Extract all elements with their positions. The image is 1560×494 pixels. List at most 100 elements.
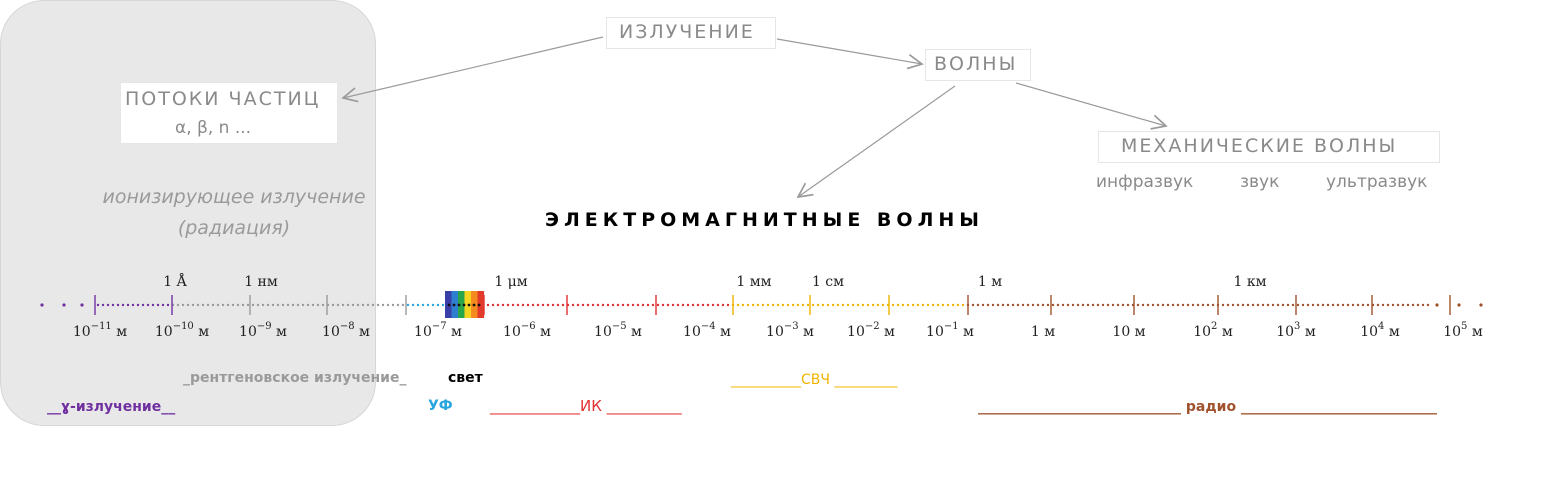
scale-dot	[191, 303, 195, 307]
scale-dot	[696, 303, 700, 307]
scale-power-label: 10−10 м	[155, 321, 209, 340]
scale-dot	[991, 303, 995, 307]
scale-dot	[316, 303, 320, 307]
scale-dot	[891, 303, 895, 307]
ionizing-radiation-panel	[0, 0, 376, 426]
scale-dot	[371, 303, 375, 307]
arrow-radiation-to-waves	[776, 38, 922, 64]
scale-dot	[581, 303, 585, 307]
scale-dot	[181, 303, 185, 307]
scale-dot	[836, 303, 840, 307]
scale-dot	[621, 303, 625, 307]
scale-dot	[1146, 303, 1150, 307]
scale-dot	[546, 303, 550, 307]
scale-dot	[801, 303, 805, 307]
scale-dot	[941, 303, 945, 307]
arrow-waves-to-em	[798, 85, 956, 197]
spectrum-stripe	[477, 291, 485, 318]
scale-dot	[216, 303, 220, 307]
scale-dot	[231, 303, 235, 307]
scale-dot	[186, 303, 190, 307]
scale-power-label: 10−11 м	[73, 321, 127, 340]
scale-dot	[1101, 303, 1105, 307]
scale-dot	[741, 303, 745, 307]
scale-dot	[756, 303, 760, 307]
scale-dot	[511, 303, 515, 307]
scale-dot	[976, 303, 980, 307]
em-waves-title: ЭЛЕКТРОМАГНИТНЫЕ ВОЛНЫ	[545, 209, 984, 231]
scale-dot	[1296, 303, 1300, 307]
scale-power-label: 10−4 м	[683, 321, 731, 340]
scale-dot	[131, 303, 135, 307]
scale-dot	[346, 303, 350, 307]
scale-dot	[661, 303, 665, 307]
scale-dot	[616, 303, 620, 307]
particles-list: α, β, n ...	[175, 118, 252, 138]
scale-dot	[1426, 303, 1430, 307]
scale-dot	[516, 303, 520, 307]
scale-dot	[1376, 303, 1380, 307]
scale-dot	[736, 303, 740, 307]
scale-dot	[556, 303, 560, 307]
scale-dot	[641, 303, 645, 307]
scale-dot	[636, 303, 640, 307]
scale-dot	[286, 303, 290, 307]
scale-dot	[1416, 303, 1420, 307]
scale-power-label: 10−2 м	[847, 321, 895, 340]
scale-dot	[1026, 303, 1030, 307]
scale-dot	[246, 303, 250, 307]
scale-dot	[261, 303, 265, 307]
scale-dot	[956, 303, 960, 307]
scale-power-label: 104 м	[1360, 321, 1400, 340]
scale-dot	[841, 303, 845, 307]
scale-dot	[796, 303, 800, 307]
scale-dot	[256, 303, 260, 307]
scale-dot	[761, 303, 765, 307]
scale-dot	[1221, 303, 1225, 307]
scale-dot	[1316, 303, 1320, 307]
scale-dot	[746, 303, 750, 307]
scale-dot	[606, 303, 610, 307]
scale-named-unit: 1 км	[1234, 274, 1267, 290]
scale-dot	[1011, 303, 1015, 307]
scale-dot	[1391, 303, 1395, 307]
scale-end-dot	[1435, 303, 1439, 307]
scale-dot	[1381, 303, 1385, 307]
scale-power-label: 10−1 м	[926, 321, 974, 340]
scale-dot	[571, 303, 575, 307]
scale-dot	[691, 303, 695, 307]
scale-dot	[1006, 303, 1010, 307]
scale-dot	[721, 303, 725, 307]
scale-dot	[96, 303, 100, 307]
scale-dot	[1201, 303, 1205, 307]
scale-dot	[356, 303, 360, 307]
scale-dot	[491, 303, 495, 307]
scale-dot	[1246, 303, 1250, 307]
scale-dot	[496, 303, 500, 307]
scale-dot	[106, 303, 110, 307]
scale-power-label: 10−5 м	[594, 321, 642, 340]
scale-dot	[406, 303, 410, 307]
scale-dot	[146, 303, 150, 307]
scale-power-label: 10−6 м	[503, 321, 551, 340]
scale-dot	[421, 303, 425, 307]
scale-dot	[101, 303, 105, 307]
scale-dot	[196, 303, 200, 307]
spectrum-dot	[462, 303, 466, 307]
scale-dot	[1326, 303, 1330, 307]
ultrasound-label: ультразвук	[1326, 172, 1428, 192]
scale-dot	[271, 303, 275, 307]
scale-dot	[851, 303, 855, 307]
scale-dot	[401, 303, 405, 307]
scale-dot	[486, 303, 490, 307]
scale-power-label: 10−7 м	[414, 321, 462, 340]
scale-dot	[911, 303, 915, 307]
scale-dot	[1406, 303, 1410, 307]
scale-dot	[686, 303, 690, 307]
radiation-paren-label: (радиация)	[177, 217, 291, 239]
scale-dot	[1061, 303, 1065, 307]
scale-power-label: 10 м	[1112, 324, 1145, 340]
scale-dot	[1266, 303, 1270, 307]
scale-dot	[1321, 303, 1325, 307]
